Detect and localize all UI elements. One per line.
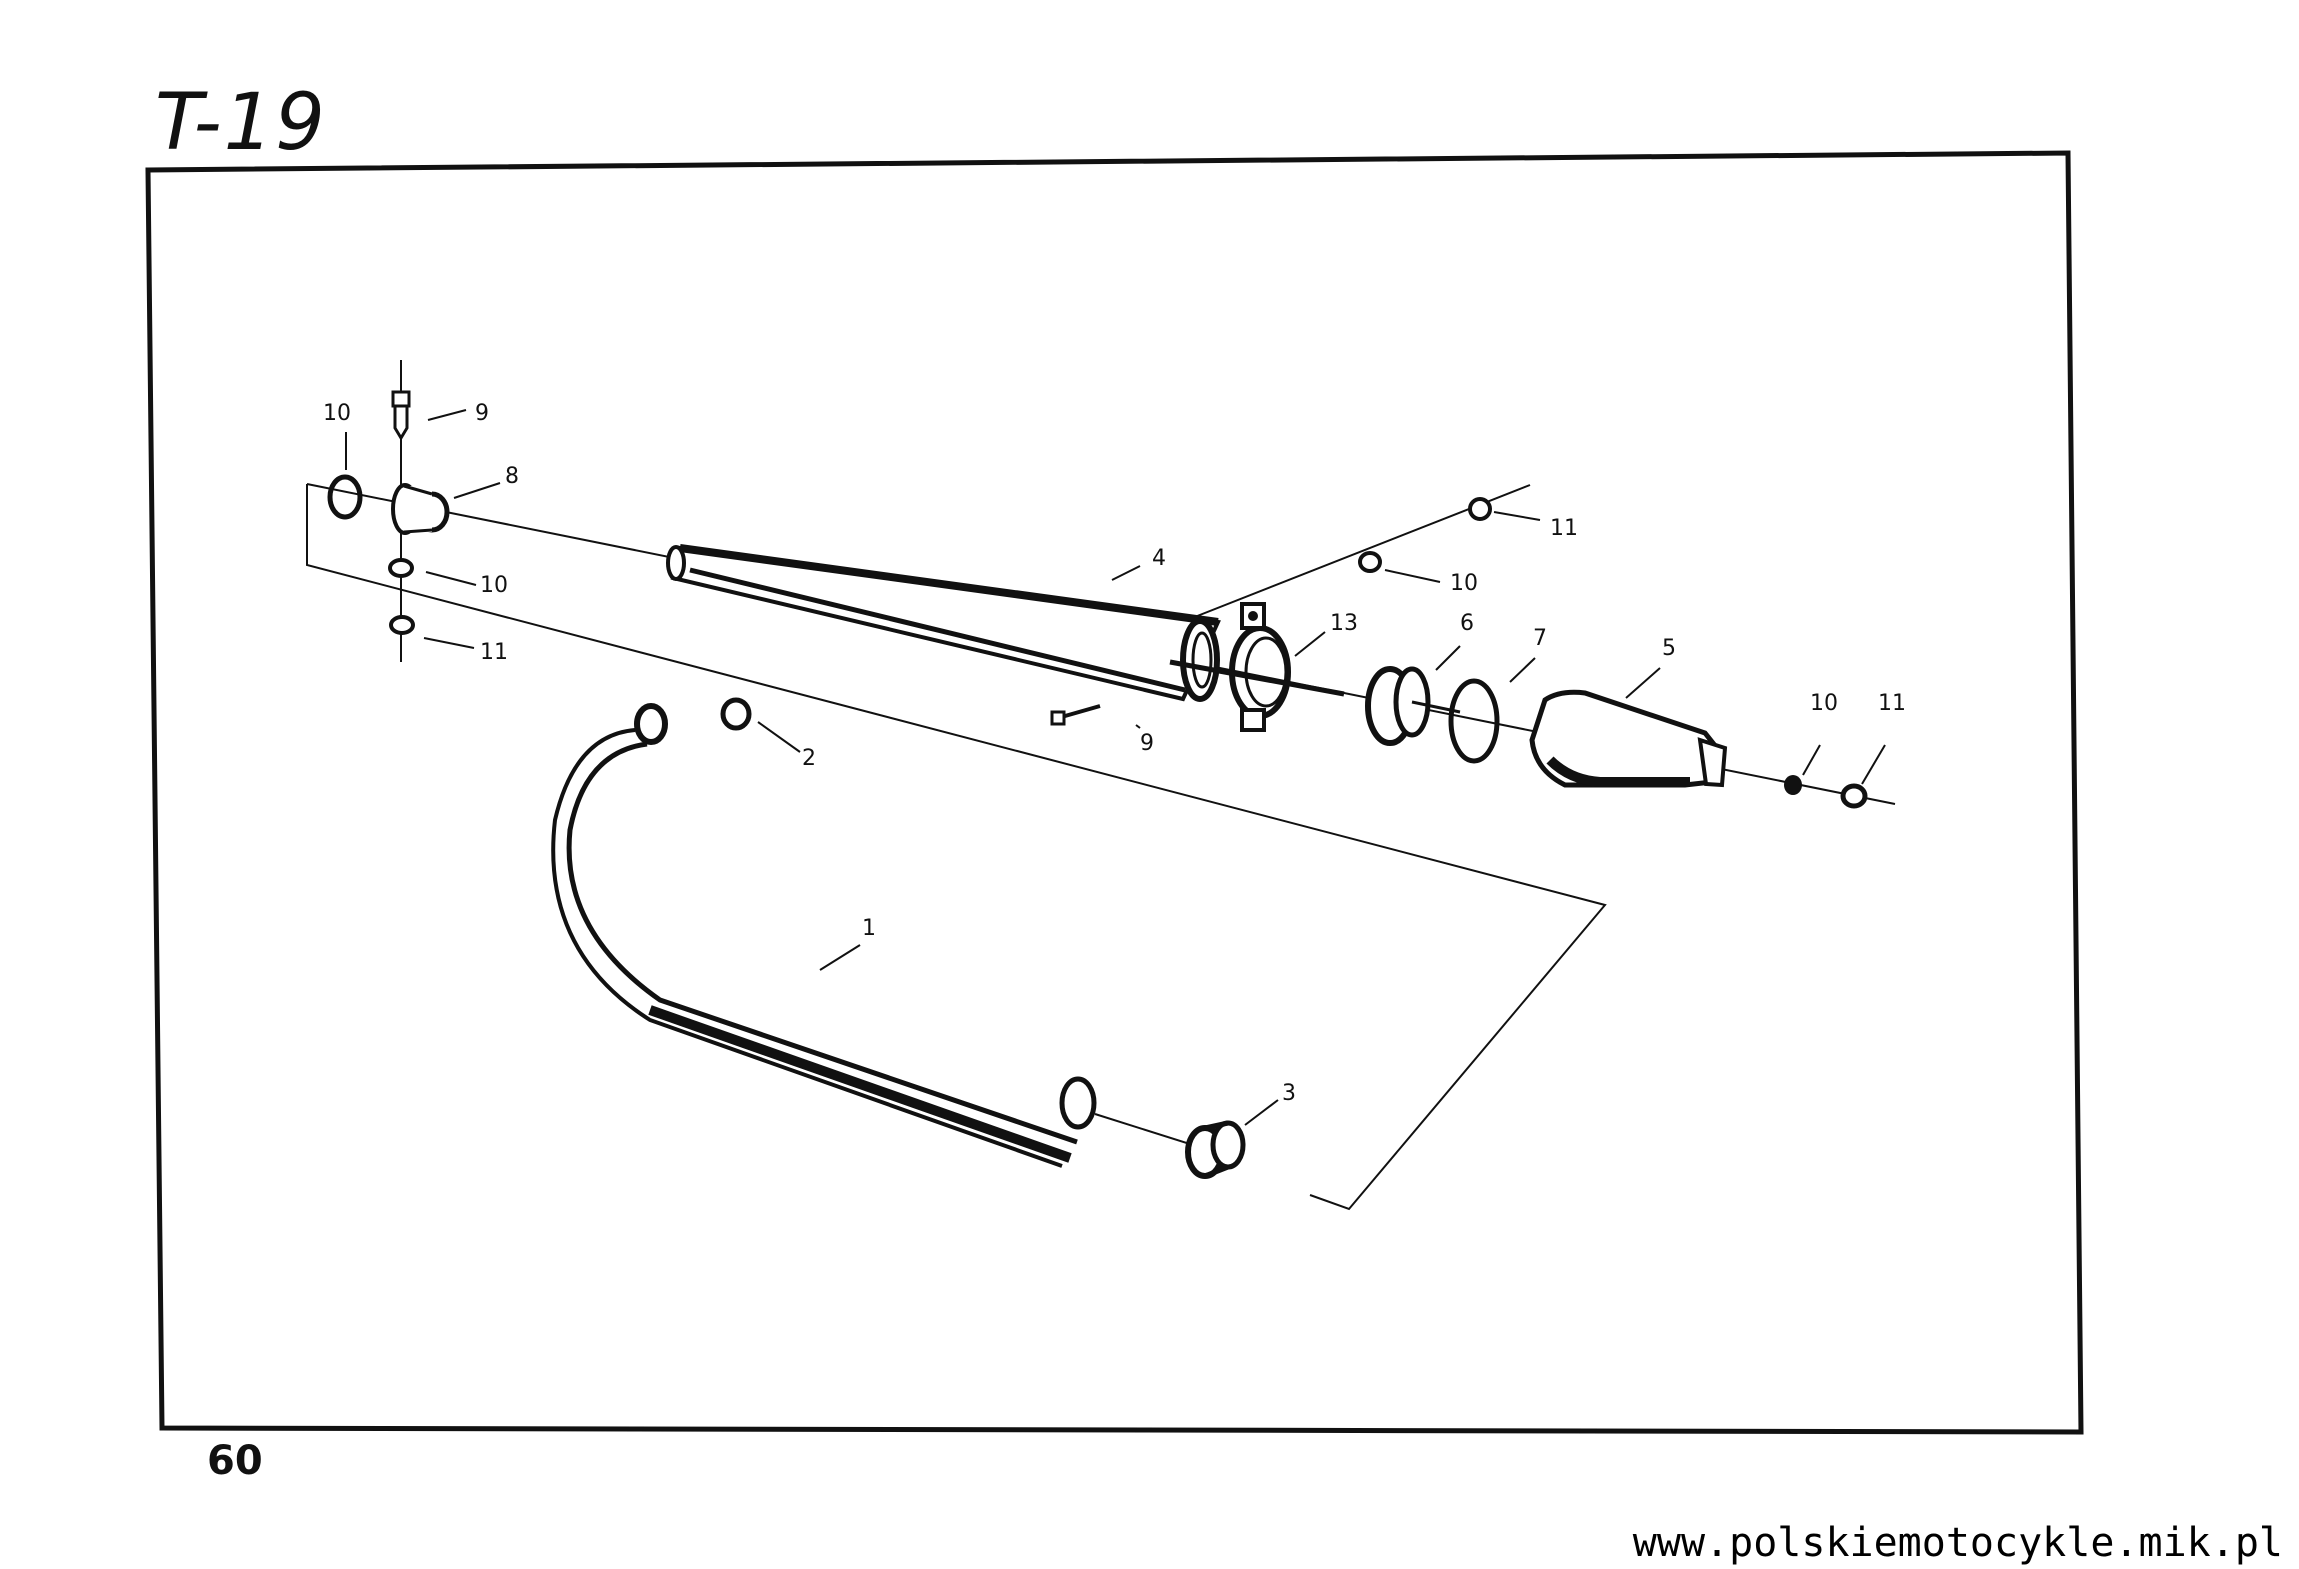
pipe-flange <box>634 703 668 745</box>
diagram-frame <box>145 150 2084 1435</box>
callout-4: 4 <box>1152 546 1166 571</box>
callout-13: 13 <box>1330 611 1358 636</box>
callout-7: 7 <box>1533 626 1547 651</box>
part-1-exhaust-pipe <box>551 728 1194 1168</box>
callout-8: 8 <box>505 464 519 489</box>
page-number: 60 <box>207 1438 263 1484</box>
part-11-nut-upper <box>1468 497 1492 521</box>
part-6-end-cap <box>1365 666 1461 746</box>
part-4-muffler-tube <box>666 544 1221 702</box>
callout-11-left: 11 <box>480 640 508 665</box>
callout-2: 2 <box>802 746 816 771</box>
part-12-ring <box>327 474 363 520</box>
part-7-gasket-ring <box>1448 678 1500 764</box>
part-13-clamp <box>1169 602 1345 732</box>
part-10-washer-upper <box>1358 551 1382 573</box>
callout-5: 5 <box>1662 636 1676 661</box>
callout-9-upper: 9 <box>475 401 489 426</box>
part-3-nut <box>1185 1120 1246 1179</box>
part-10-washer <box>388 558 414 578</box>
callout-10-right: 10 <box>1810 691 1838 716</box>
part-2-gasket <box>720 697 752 731</box>
callout-12: 10 <box>323 401 351 426</box>
callout-11-right: 11 <box>1878 691 1906 716</box>
part-5-tail-cone <box>1529 689 1728 788</box>
part-9-bolt-lower <box>1050 704 1101 726</box>
callout-3: 3 <box>1282 1081 1296 1106</box>
callout-10-left: 10 <box>480 573 508 598</box>
callout-10-upper: 10 <box>1450 571 1478 596</box>
part-11-nut-right <box>1840 783 1868 809</box>
assembly-plane <box>306 484 1607 1211</box>
callout-9-lower: 9 <box>1140 731 1154 756</box>
callout-6: 6 <box>1460 611 1474 636</box>
callout-1: 1 <box>862 916 876 941</box>
part-9-bolt <box>391 390 411 441</box>
website-watermark: www.polskiemotocykle.mik.pl <box>1632 1520 2283 1566</box>
part-8-clamp <box>391 483 450 535</box>
sheet-title: T-19 <box>155 78 327 168</box>
leader-lines <box>345 409 1886 1126</box>
part-11-nut <box>389 615 415 635</box>
part-10-washer-right <box>1784 775 1802 795</box>
callout-11-upper: 11 <box>1550 516 1578 541</box>
